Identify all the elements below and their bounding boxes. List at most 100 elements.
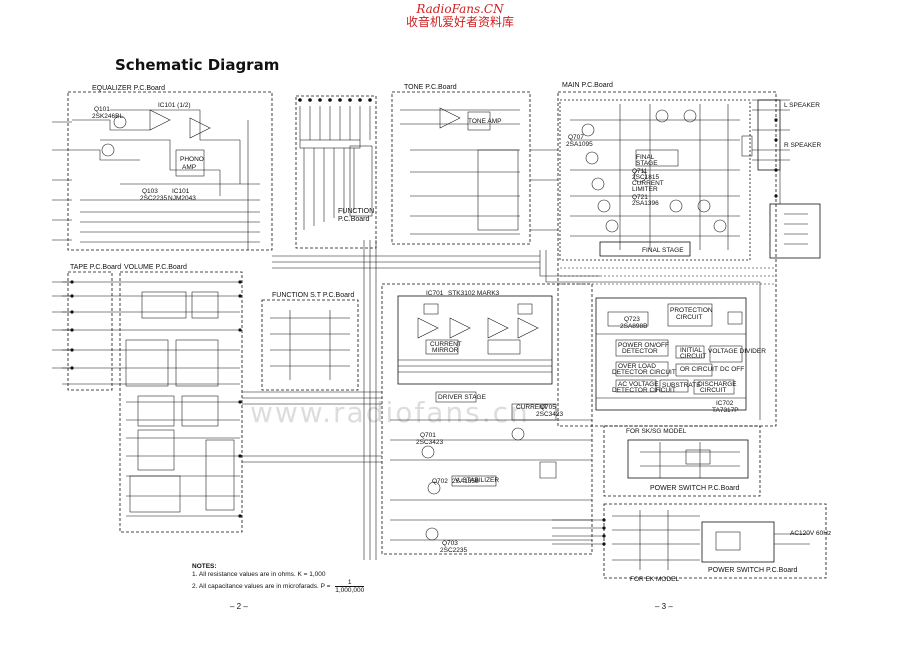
ic702-type: TA7317P: [712, 407, 739, 414]
q723-type: 2SA898B: [620, 323, 648, 330]
q721-type: 2SA1396: [632, 200, 659, 207]
tone-board-outline: [391, 91, 531, 245]
note-2-numerator: 1: [335, 579, 365, 587]
notes-block: NOTES: 1. All resistance values are in o…: [192, 563, 365, 594]
l-speaker-label: L SPEAKER: [784, 102, 820, 109]
initial-label: INITIAL: [680, 347, 703, 354]
current-limiter-label: CURRENT: [632, 180, 664, 187]
note-2-wrap: 2. All capacitance values are in microfa…: [192, 579, 365, 594]
q701-label: Q701: [420, 432, 436, 439]
note-2-fraction: 1 1,000,000: [335, 579, 365, 594]
function-st-board-label: FUNCTION S.T P.C.Board: [272, 292, 355, 299]
q701-type: 2SC3423: [416, 439, 444, 446]
power-switch-sk-label: POWER SWITCH P.C.Board: [650, 485, 740, 492]
tone-board-label: TONE P.C.Board: [404, 84, 457, 91]
q711-label: Q711: [632, 168, 648, 175]
page-title: Schematic Diagram: [115, 56, 280, 74]
power-switch-ek-outline: [603, 503, 827, 579]
tape-board-label: TAPE P.C.Board: [70, 264, 122, 271]
page-number-left: – 2 –: [230, 602, 248, 611]
ic702-outline: [595, 297, 747, 411]
protection-label: PROTECTION: [670, 307, 713, 314]
dc-off-label: DC OFF: [720, 366, 745, 373]
for-sk-label: FOR SK/SG MODEL: [626, 428, 687, 435]
function-board-outline: [295, 95, 377, 249]
current-mirror-label-2: MIRROR: [432, 347, 459, 354]
function-board-label: FUNCTION: [338, 208, 375, 215]
initial-label-2: CIRCUIT: [680, 353, 707, 360]
driver-stage-label: DRIVER STAGE: [438, 394, 486, 401]
tape-board-outline: [67, 271, 113, 391]
q103-label: Q103: [142, 188, 158, 195]
ac-input-label: AC120V 60Hz: [790, 530, 832, 537]
equalizer-board-outline: [67, 91, 273, 251]
ic701-type: STK3102 MARK3: [448, 290, 500, 297]
q702-type: 2SA1358: [452, 478, 479, 485]
watermark-line2: 收音机爱好者资料库: [405, 15, 514, 29]
q703-label: Q703: [442, 540, 458, 547]
page-number-right: – 3 –: [655, 602, 673, 611]
tone-amp-label: TONE AMP: [468, 118, 502, 125]
note-2: 2. All capacitance values are in microfa…: [192, 583, 331, 591]
q723-label: Q723: [624, 316, 640, 323]
discharge-label: DISCHARGE: [698, 381, 737, 388]
ic701-label: IC701: [426, 290, 444, 297]
ac-voltage-label: AC VOLTAGE: [618, 381, 659, 388]
or-circuit-label: OR CIRCUIT: [680, 366, 718, 373]
ic701-outline: [397, 295, 553, 385]
q707-type: 2SA1095: [566, 141, 593, 148]
ic702-label: IC702: [716, 400, 734, 407]
q703-type: 2SC2235: [440, 547, 468, 554]
ac-voltage-label-2: DETECTOR CIRCUIT: [612, 387, 676, 394]
main-board-left-outline: [381, 283, 593, 555]
note-1: 1. All resistance values are in ohms. K …: [192, 571, 326, 578]
current-mirror-label: CURRENT: [430, 341, 462, 348]
function-board-label-2: P.C.Board: [338, 216, 370, 223]
q103-type: 2SC2235: [140, 195, 168, 202]
q101-type: 2SK246BL: [92, 113, 124, 120]
discharge-label-2: CIRCUIT: [700, 387, 727, 394]
ic101b-type: NJM2043: [168, 195, 196, 202]
power-on-off-label: POWER ON/OFF: [618, 342, 669, 349]
volume-board-outline: [119, 271, 243, 533]
ic101-label: IC101 (1/2): [158, 102, 191, 109]
current-limiter-label-2: LIMITER: [632, 186, 658, 193]
function-st-board-outline: [261, 299, 359, 391]
power-switch-sk-outline: [603, 425, 761, 497]
q705-label: Q705: [540, 404, 556, 411]
power-switch-ek-label: POWER SWITCH P.C.Board: [708, 567, 798, 574]
q702-label: Q702: [432, 478, 448, 485]
overload-label: OVER LOAD: [618, 363, 656, 370]
power-switch-sk-inner: [627, 439, 749, 479]
voltage-divider-label: VOLTAGE DIVIDER: [708, 348, 766, 355]
q711-type: 2SC1815: [632, 174, 660, 181]
power-on-off-label-2: DETECTOR: [622, 348, 658, 355]
watermark-site: RadioFans.CN 收音机爱好者资料库: [360, 3, 560, 29]
output-jack-outline: [757, 99, 781, 171]
current-adjust-label: CURRENT: [516, 404, 548, 411]
volume-board-label: VOLUME P.C.Board: [124, 264, 187, 271]
watermark-line1: RadioFans.CN: [416, 2, 504, 16]
stabilizer-label: V. STABILIZER: [455, 477, 500, 484]
final-stage-label: FINAL STAGE: [642, 247, 684, 254]
power-switch-ek-inner: [701, 521, 775, 563]
q705-type: 2SC3423: [536, 411, 564, 418]
q721-label: Q721: [632, 194, 648, 201]
note-2-denominator: 1,000,000: [335, 587, 365, 594]
watermark-faint: www.radiofans.cn: [250, 396, 530, 429]
substrate-label: SUBSTRATE: [662, 382, 701, 389]
q707-label: Q707: [568, 134, 584, 141]
protection-label-2: CIRCUIT: [676, 314, 703, 321]
q101-label: Q101: [94, 106, 110, 113]
final-stage-top-2: STAGE: [636, 160, 658, 167]
speaker-terminal-outline: [769, 203, 821, 259]
final-stage-top: FINAL: [636, 154, 655, 161]
equalizer-board-label: EQUALIZER P.C.Board: [92, 85, 166, 92]
for-ek-label: FOR EK MODEL: [630, 576, 680, 583]
r-speaker-label: R SPEAKER: [784, 142, 822, 149]
phono-amp-label-2: AMP: [182, 164, 197, 171]
overload-label-2: DETECTOR CIRCUIT: [612, 369, 676, 376]
phono-amp-label: PHONO: [180, 156, 204, 163]
main-board-label: MAIN P.C.Board: [562, 82, 613, 89]
